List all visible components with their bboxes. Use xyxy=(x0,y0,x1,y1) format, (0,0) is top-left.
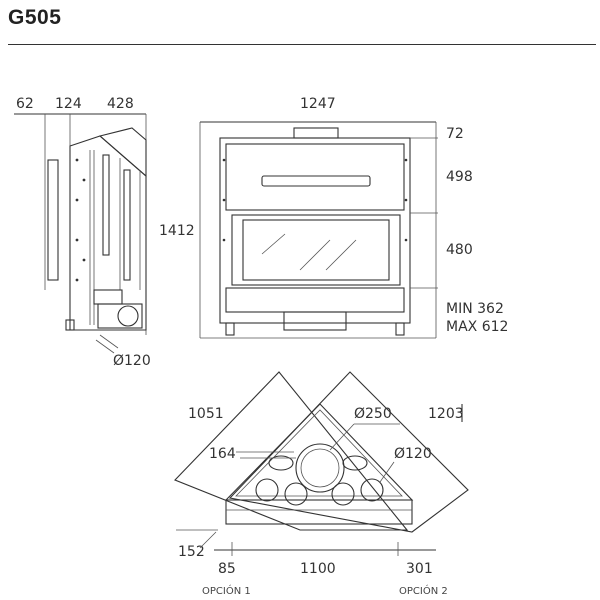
front-dim-480: 480 xyxy=(446,242,473,258)
plan-option-1: OPCIÓN 1 xyxy=(202,584,251,597)
plan-dim-250: Ø250 xyxy=(354,406,392,422)
front-dim-498: 498 xyxy=(446,169,473,185)
plan-view: 1051 1203 Ø250 164 Ø120 152 85 1100 301 … xyxy=(174,371,469,597)
front-dim-max: MAX 612 xyxy=(446,319,508,335)
plan-dim-164: 164 xyxy=(209,446,236,462)
plan-vent-2 xyxy=(284,482,308,506)
plan-dim-1203: 1203 xyxy=(428,406,464,422)
front-dim-72: 72 xyxy=(446,126,464,142)
plan-dim-120: Ø120 xyxy=(394,446,432,462)
front-dim-min: MIN 362 xyxy=(446,301,504,317)
plan-dim-301: 301 xyxy=(406,561,433,577)
side-slot-2 xyxy=(123,169,131,281)
front-door xyxy=(231,214,401,286)
side-wall xyxy=(47,159,59,281)
side-view: 62 124 428 Ø120 xyxy=(14,96,151,369)
plan-vent-6 xyxy=(342,455,368,471)
front-body xyxy=(219,137,411,324)
plan-dim-85: 85 xyxy=(218,561,236,577)
side-dim-pipe: Ø120 xyxy=(113,353,151,369)
title-divider xyxy=(8,44,596,45)
front-view: 1247 1412 72 498 480 M xyxy=(159,96,508,339)
front-hood-vent xyxy=(261,175,371,187)
side-top-cap xyxy=(98,127,147,178)
side-foot xyxy=(65,319,75,331)
side-pipe-leader xyxy=(99,334,119,349)
plan-vent-1 xyxy=(255,478,279,502)
plan-base xyxy=(225,499,413,525)
page-title: G505 xyxy=(8,6,62,29)
plan-vent-4 xyxy=(360,478,384,502)
side-dim-428: 428 xyxy=(107,96,134,112)
plan-vent-5 xyxy=(268,455,294,471)
side-vent-box xyxy=(93,289,123,305)
front-flue xyxy=(293,127,339,139)
side-pipe-circle xyxy=(117,305,139,327)
plan-vent-3 xyxy=(331,482,355,506)
front-hood xyxy=(225,143,405,211)
plan-option-2: OPCIÓN 2 xyxy=(399,584,448,597)
side-dim-124: 124 xyxy=(55,96,82,112)
front-ash-drawer xyxy=(283,311,347,331)
front-dim-height: 1412 xyxy=(159,223,195,239)
plan-triangle-inner xyxy=(235,409,403,497)
plan-dim-152: 152 xyxy=(178,544,205,560)
plan-envelope-left xyxy=(174,371,409,531)
plan-dim-1100: 1100 xyxy=(300,561,336,577)
front-glass xyxy=(242,219,390,281)
front-base xyxy=(225,287,405,313)
side-slot-1 xyxy=(102,154,110,256)
side-base-box xyxy=(97,303,143,329)
plan-large-pipe xyxy=(295,443,345,493)
side-dim-62: 62 xyxy=(16,96,34,112)
front-dim-width: 1247 xyxy=(300,96,336,112)
plan-dim-1051: 1051 xyxy=(188,406,224,422)
side-body-outline xyxy=(69,135,147,331)
